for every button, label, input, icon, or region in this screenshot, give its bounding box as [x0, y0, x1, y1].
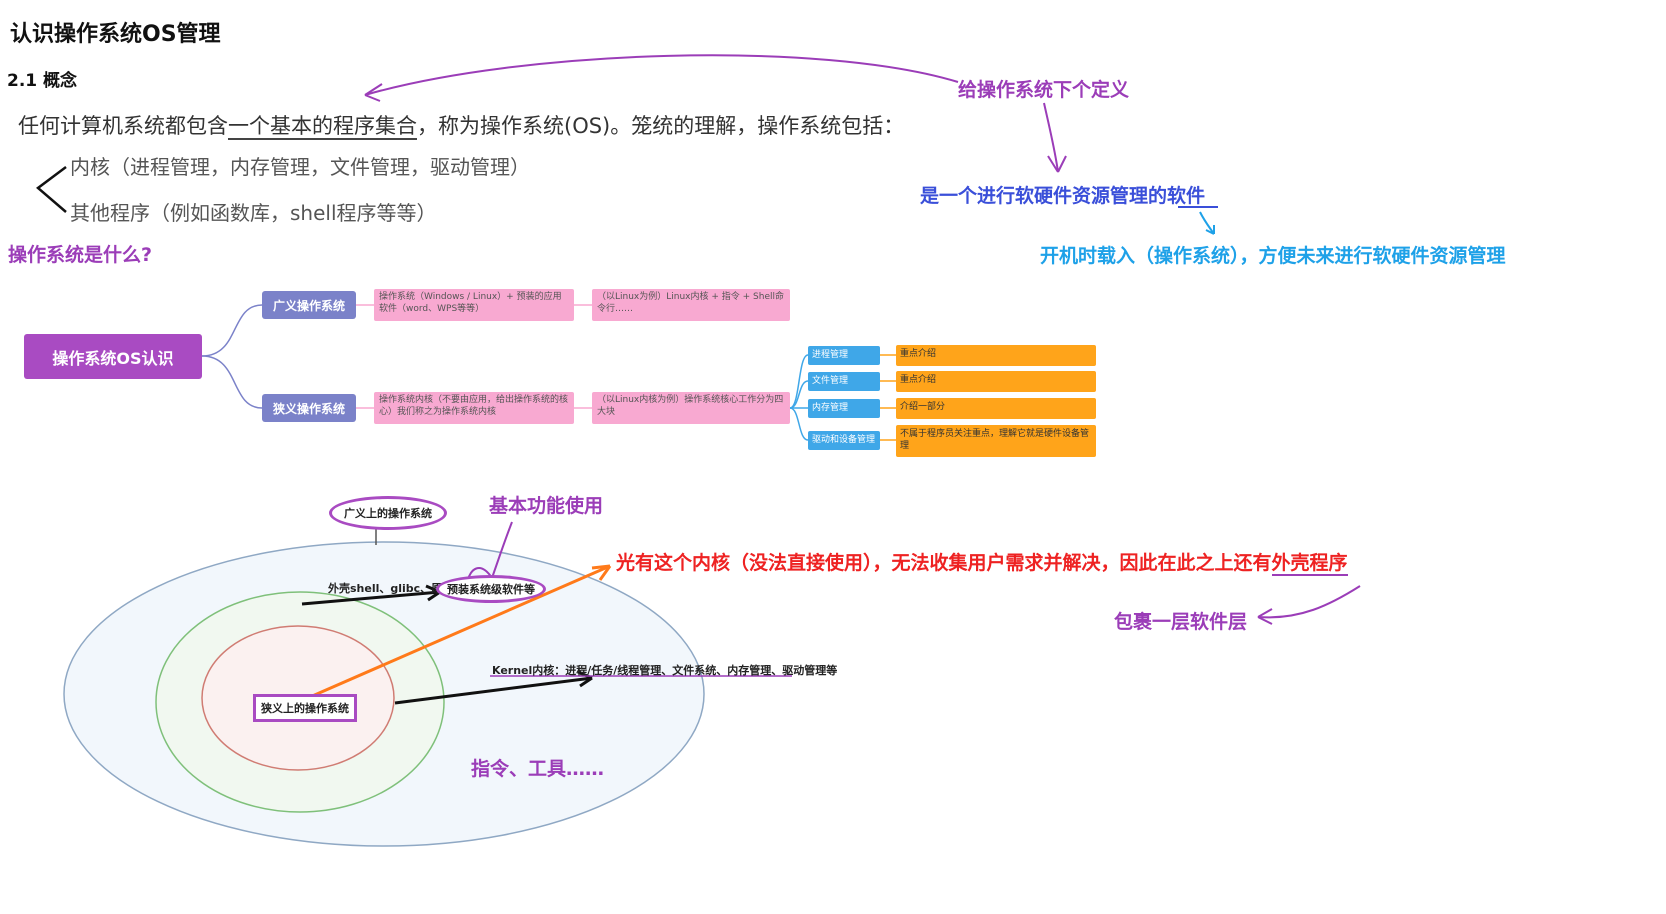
module-driver-note: 不属于程序员关注重点，理解它就是硬件设备管理 — [896, 425, 1096, 457]
question-heading: 操作系统是什么? — [8, 244, 153, 266]
broad-example-node: （以Linux为例）Linux内核 + 指令 + Shell命令行…… — [592, 289, 790, 321]
shell-label: 外壳shell、glibc、原生库 — [328, 582, 465, 595]
kernel-note: 光有这个内核（没法直接使用），无法收集用户需求并解决，因此在此之上还有外壳程序 — [616, 548, 1348, 576]
is-software-note: 是一个进行软硬件资源管理的软件 — [920, 185, 1206, 207]
intro-underlined: 一个基本的程序集合 — [228, 114, 417, 140]
module-driver: 驱动和设备管理 — [808, 431, 880, 450]
section-heading: 2.1 概念 — [7, 71, 78, 91]
narrow-os-tag: 狭义上的操作系统 — [253, 694, 357, 722]
intro-suffix: ，称为操作系统(OS)。笼统的理解，操作系统包括： — [417, 114, 905, 138]
definition-note: 给操作系统下个定义 — [958, 79, 1130, 101]
page-title: 认识操作系统OS管理 — [10, 22, 221, 47]
intro-prefix: 任何计算机系统都包含 — [18, 114, 228, 138]
list-item-kernel: 内核（进程管理，内存管理，文件管理，驱动管理） — [70, 155, 530, 179]
module-memory-note: 介绍一部分 — [896, 398, 1096, 419]
kernel-label: Kernel内核：进程/任务/线程管理、文件系统、内存管理、驱动管理等 — [492, 664, 838, 677]
wrap-layer-note: 包裹一层软件层 — [1114, 611, 1248, 633]
kernel-note-prefix: 光有这个内核（没法直接使用），无法收集用户需求并解决，因此在此之上还有 — [616, 552, 1272, 574]
list-item-other: 其他程序（例如函数库，shell程序等等） — [70, 201, 437, 225]
preinstalled-tag: 预装系统级软件等 — [436, 575, 546, 603]
boot-note: 开机时载入（操作系统），方便未来进行软硬件资源管理 — [1040, 245, 1506, 267]
module-process: 进程管理 — [808, 346, 880, 365]
intro-sentence: 任何计算机系统都包含一个基本的程序集合，称为操作系统(OS)。笼统的理解，操作系… — [18, 110, 904, 140]
narrow-desc-node: 操作系统内核（不要由应用，给出操作系统的核心）我们称之为操作系统内核 — [374, 392, 574, 424]
definition-arrow — [364, 54, 959, 96]
module-file: 文件管理 — [808, 372, 880, 391]
down-arrow — [1043, 102, 1059, 173]
narrow-os-node: 狭义操作系统 — [262, 394, 356, 422]
broad-os-node: 广义操作系统 — [262, 291, 356, 319]
module-file-note: 重点介绍 — [896, 371, 1096, 392]
module-process-note: 重点介绍 — [896, 345, 1096, 366]
tools-label: 指令、工具…… — [471, 758, 605, 780]
mindmap-root: 操作系统OS认识 — [24, 334, 202, 379]
module-memory: 内存管理 — [808, 399, 880, 418]
kernel-note-underlined: 外壳程序 — [1271, 552, 1348, 576]
broad-desc-node: 操作系统（Windows / Linux）+ 预装的应用软件（word、WPS等… — [374, 289, 574, 321]
bracket-icon — [36, 166, 67, 213]
basic-use-note: 基本功能使用 — [489, 495, 604, 517]
broad-os-tag: 广义上的操作系统 — [329, 496, 447, 530]
narrow-example-node: （以Linux内核为例）操作系统核心工作分为四大块 — [592, 392, 790, 424]
